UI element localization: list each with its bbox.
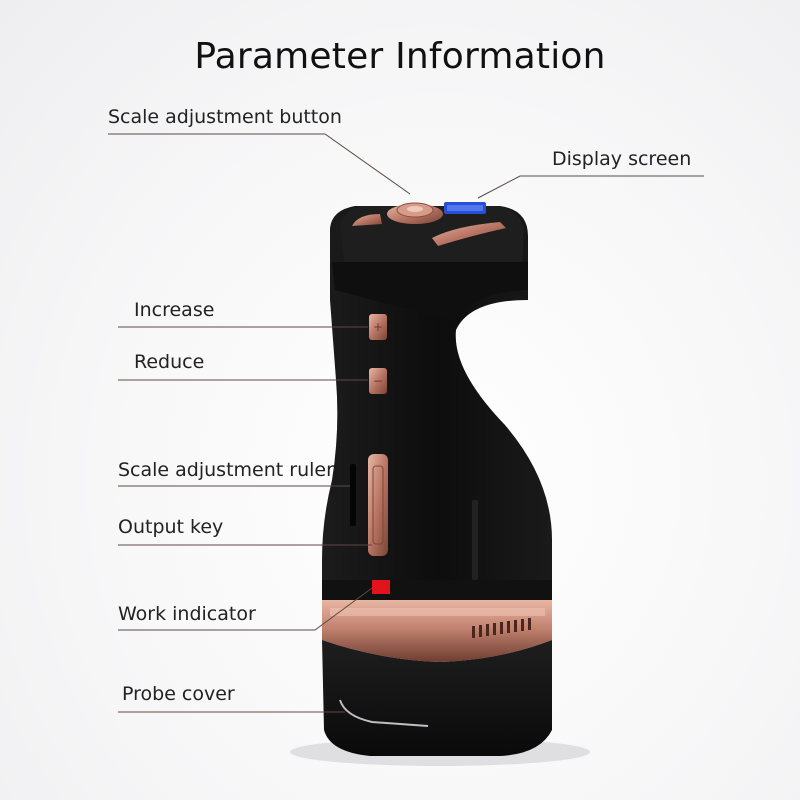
leader-scale-button: [108, 133, 411, 195]
increase-button: [369, 314, 387, 340]
vent-slots: [472, 618, 531, 638]
device-head-top: [340, 206, 524, 268]
ring-highlight: [330, 608, 545, 616]
device-head-band: [332, 262, 528, 322]
work-indicator: [372, 580, 390, 594]
plus-icon: +: [373, 320, 383, 334]
label-scale-adjustment-ruler: Scale adjustment ruler: [118, 459, 334, 481]
dial-highlight: [407, 206, 423, 212]
output-key-inner: [372, 465, 384, 545]
label-display-screen: Display screen: [552, 148, 692, 170]
probe-cover-edge: [339, 699, 429, 727]
head-side-accent: [352, 214, 382, 226]
body-side-seam: [472, 500, 478, 580]
leader-lines: [108, 133, 704, 713]
label-scale-adjustment-button: Scale adjustment button: [108, 106, 342, 128]
label-output-key: Output key: [118, 516, 224, 538]
output-key: [368, 454, 388, 556]
label-probe-cover: Probe cover: [122, 683, 235, 705]
label-increase: Increase: [134, 299, 215, 321]
label-reduce: Reduce: [134, 351, 205, 373]
leader-display-screen: [477, 175, 704, 199]
reduce-button: [369, 368, 387, 394]
minus-icon: −: [373, 374, 383, 388]
probe-cover: [322, 640, 552, 756]
head-rose-gold-trim: [432, 222, 506, 246]
leader-work-indicator: [118, 587, 373, 631]
display-screen-glow: [447, 205, 483, 211]
page-title: Parameter Information: [194, 36, 606, 77]
label-work-indicator: Work indicator: [118, 603, 256, 625]
scale-adjustment-ruler: [350, 464, 356, 526]
